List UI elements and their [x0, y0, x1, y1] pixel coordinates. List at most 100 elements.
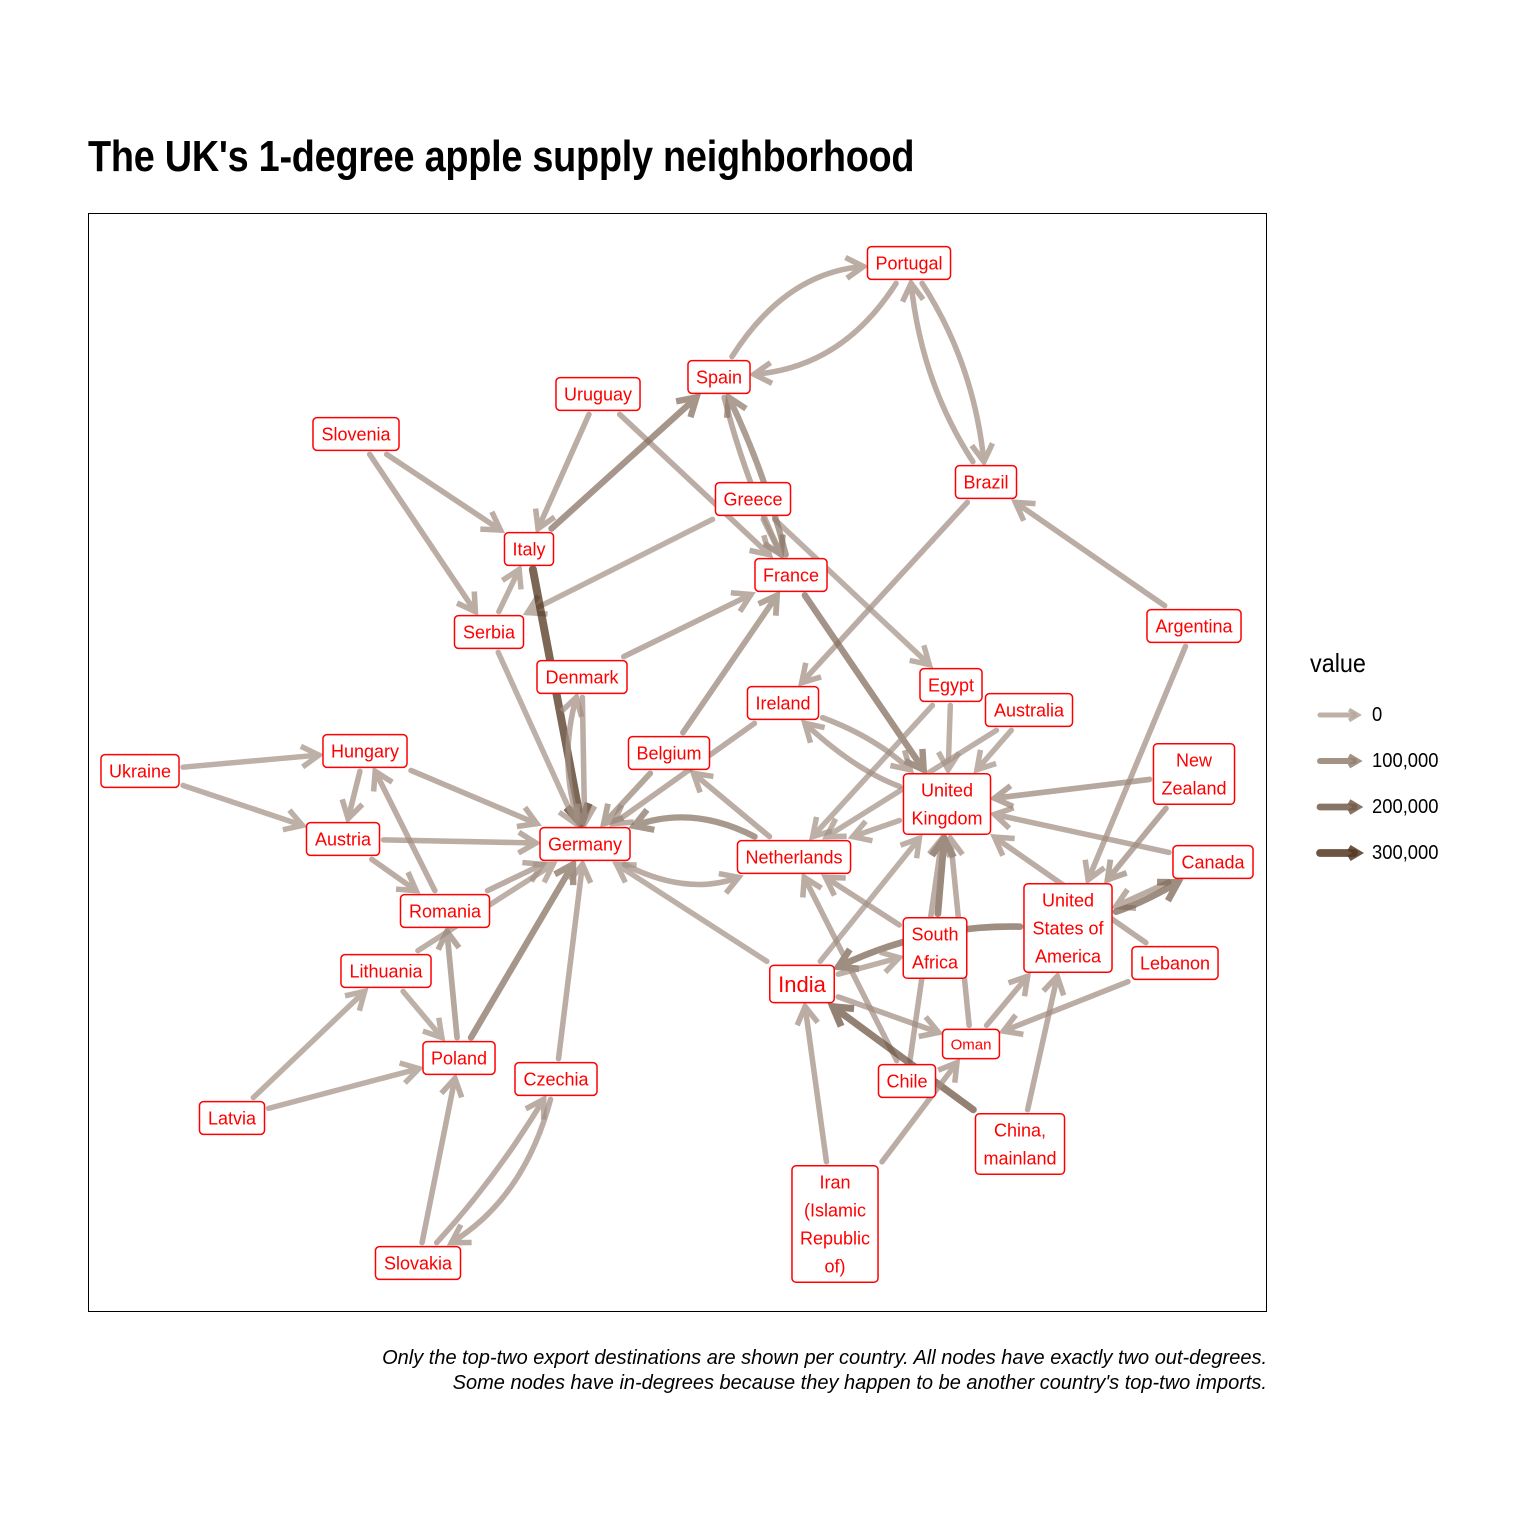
node-label-line: America — [1035, 946, 1102, 966]
caption-line-2: Some nodes have in-degrees because they … — [452, 1372, 1267, 1394]
edge-romania-to-hungary — [370, 766, 438, 894]
legend-arrow-icon — [1317, 707, 1362, 723]
node-label: Egypt — [928, 675, 974, 695]
node-label-line: Belgium — [636, 743, 701, 763]
node-poland: Poland — [422, 1040, 496, 1076]
node-label: Australia — [994, 700, 1065, 720]
node-label: Chile — [886, 1071, 927, 1091]
node-box — [1131, 945, 1219, 981]
node-label-line: Lebanon — [1140, 953, 1210, 973]
legend-label: 200,000 — [1372, 796, 1439, 818]
node-label: Slovakia — [384, 1253, 453, 1273]
edge-australia-to-united-kingdom — [973, 727, 1014, 774]
node-label-line: Slovenia — [321, 424, 391, 444]
node-box — [736, 839, 852, 875]
edge-belgium-to-germany — [599, 770, 654, 828]
edge-uruguay-to-italy — [532, 411, 592, 534]
node-label-line: Hungary — [331, 741, 399, 761]
node-label: Poland — [431, 1048, 487, 1068]
legend-label: 0 — [1372, 704, 1383, 726]
edge-poland-to-romania — [435, 925, 462, 1041]
edge-brazil-to-ireland — [798, 499, 971, 687]
node-label-line: Netherlands — [745, 847, 842, 867]
node-lebanon: Lebanon — [1131, 945, 1219, 981]
edge-netherlands-to-belgium — [689, 769, 773, 840]
edge-slovakia-to-poland — [419, 1073, 465, 1246]
node-label-line: (Islamic — [804, 1201, 866, 1221]
edge-hungary-to-austria — [339, 768, 365, 824]
node-box — [902, 916, 968, 980]
node-label-line: United — [921, 781, 973, 801]
node-label-line: Spain — [696, 367, 742, 387]
edge-france-to-united-kingdom — [801, 592, 928, 775]
node-slovenia: Slovenia — [312, 416, 400, 452]
node-czechia: Czechia — [514, 1061, 598, 1097]
legend-arrow-icon — [1316, 799, 1364, 815]
edge-india-to-south-africa — [835, 949, 905, 977]
node-uruguay: Uruguay — [555, 376, 641, 412]
edge-austria-to-germany — [380, 829, 542, 856]
node-label-line: Uruguay — [564, 384, 632, 404]
node-box — [627, 735, 711, 771]
node-label-line: Zealand — [1161, 778, 1226, 798]
node-label-line: Canada — [1181, 852, 1245, 872]
node-box — [453, 614, 525, 650]
node-label: Slovenia — [321, 424, 391, 444]
edge-latvia-to-lithuania — [250, 987, 369, 1101]
node-australia: Australia — [984, 692, 1074, 728]
edge-czechia-to-germany — [555, 859, 594, 1062]
node-label: Canada — [1181, 852, 1245, 872]
node-label: Oman — [951, 1036, 992, 1053]
edge-united-kingdom-to-ireland — [800, 719, 903, 790]
node-slovakia: Slovakia — [374, 1245, 462, 1281]
node-label-line: States of — [1032, 918, 1104, 938]
node-label-line: Ukraine — [109, 761, 171, 781]
node-label-line: Brazil — [963, 472, 1008, 492]
legend-key-1: 100,000 — [1310, 746, 1510, 776]
edge-brazil-to-portugal — [900, 277, 976, 465]
node-label-line: Greece — [723, 489, 782, 509]
node-denmark: Denmark — [536, 659, 628, 695]
node-label: Romania — [409, 901, 482, 921]
node-label: Spain — [696, 367, 742, 387]
node-box — [877, 1063, 937, 1099]
edge-chile-to-netherlands — [800, 872, 900, 1064]
edge-portugal-to-brazil — [919, 280, 995, 468]
node-label: India — [778, 972, 826, 997]
node-argentina: Argentina — [1146, 608, 1242, 644]
node-label-line: India — [778, 972, 826, 997]
legend-arrow-icon — [1316, 844, 1365, 862]
edge-denmark-to-france — [620, 590, 756, 660]
node-netherlands: Netherlands — [736, 839, 852, 875]
node-box — [100, 753, 180, 789]
node-box — [714, 481, 792, 517]
edge-hungary-to-germany — [408, 767, 542, 830]
node-box — [941, 1028, 1001, 1060]
nodes-layer: PortugalSpainUruguaySloveniaBrazilGreece… — [100, 245, 1254, 1283]
node-label: Italy — [512, 539, 545, 559]
node-label: Ukraine — [109, 761, 171, 781]
node-box — [754, 557, 828, 593]
node-label-line: Oman — [951, 1036, 992, 1053]
edge-iran-to-india — [794, 1001, 830, 1165]
node-box — [687, 359, 751, 395]
node-box — [954, 464, 1018, 500]
node-label: Germany — [548, 834, 622, 854]
node-box — [536, 659, 628, 695]
node-label: Brazil — [963, 472, 1008, 492]
node-label: Uruguay — [564, 384, 632, 404]
node-belgium: Belgium — [627, 735, 711, 771]
node-label-line: France — [763, 565, 819, 585]
edge-slovenia-to-italy — [383, 451, 505, 534]
node-box — [322, 733, 408, 769]
node-box — [514, 1061, 598, 1097]
node-label: Latvia — [208, 1108, 257, 1128]
legend-label: 300,000 — [1372, 842, 1439, 864]
node-box — [374, 1245, 462, 1281]
edge-belgium-to-france — [680, 590, 781, 736]
node-label-line: Latvia — [208, 1108, 257, 1128]
node-india: India — [769, 964, 835, 1004]
